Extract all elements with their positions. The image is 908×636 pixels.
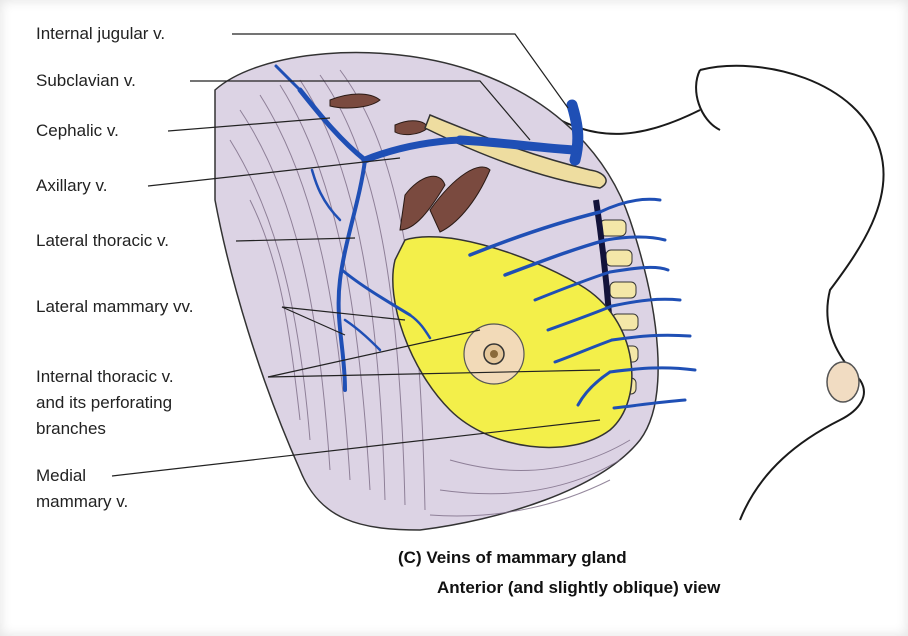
label-axillary: Axillary v. xyxy=(36,175,107,197)
label-internal-thoracic-1: Internal thoracic v. xyxy=(36,366,174,388)
label-internal-thoracic-2: and its perforating xyxy=(36,392,172,414)
caption-title: (C) Veins of mammary gland xyxy=(398,548,627,568)
shoulder-outline xyxy=(696,70,720,130)
body-profile-outline xyxy=(700,66,884,520)
label-cephalic: Cephalic v. xyxy=(36,120,119,142)
label-subclavian: Subclavian v. xyxy=(36,70,136,92)
caption-subtitle: Anterior (and slightly oblique) view xyxy=(437,578,720,598)
label-medial-mammary-2: mammary v. xyxy=(36,491,128,513)
label-internal-thoracic-3: branches xyxy=(36,418,106,440)
label-lateral-mammary: Lateral mammary vv. xyxy=(36,296,193,318)
label-medial-mammary-1: Medial xyxy=(36,465,86,487)
profile-nipple xyxy=(827,362,859,402)
label-lateral-thoracic: Lateral thoracic v. xyxy=(36,230,169,252)
label-internal-jugular: Internal jugular v. xyxy=(36,23,165,45)
